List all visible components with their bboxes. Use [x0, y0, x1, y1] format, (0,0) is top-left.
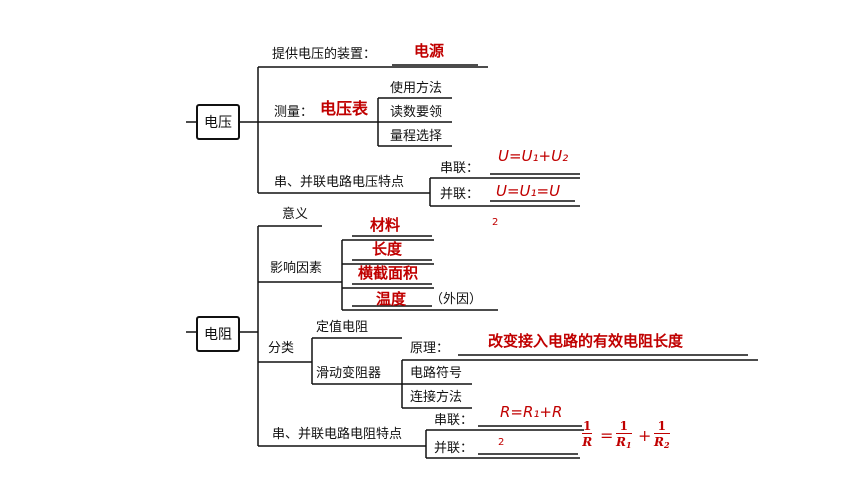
- factor-material: 材料: [370, 216, 401, 234]
- lhs-denominator: R: [582, 433, 593, 449]
- principle-answer: 改变接入电路的有效电阻长度: [488, 332, 684, 350]
- formula-term1-fraction: 1 R1: [616, 420, 632, 449]
- factor-temperature: 温度: [376, 290, 407, 308]
- measure-item-range: 量程选择: [390, 129, 443, 144]
- resistance-series-formula: R=R₁+R: [500, 403, 563, 421]
- voltage-series-formula: U=U₁+U₂: [498, 147, 569, 165]
- formula-equals: =: [600, 426, 614, 445]
- symbol-label: 电路符号: [410, 366, 463, 381]
- meaning-label: 意义: [282, 207, 309, 222]
- source-label: 提供电压的装置：: [272, 47, 377, 62]
- factor-external-note: （外因）: [430, 292, 483, 307]
- factor-cross-section: 横截面积: [358, 264, 419, 282]
- resistance-series-subscript: 2: [498, 437, 505, 448]
- measure-label: 测量：: [274, 105, 314, 120]
- resistance-parallel-label: 并联：: [434, 441, 474, 456]
- voltage-node: 电压: [196, 104, 240, 140]
- formula-term2-fraction: 1 R2: [654, 420, 670, 449]
- voltage-parallel-formula: U=U₁=U: [496, 182, 561, 200]
- source-answer: 电源: [414, 42, 445, 60]
- term1-den-letter: R: [616, 435, 626, 449]
- resistance-sp-label: 串、并联电路电阻特点: [272, 427, 403, 442]
- measure-answer: 电压表: [320, 99, 369, 118]
- voltage-connectors: [186, 64, 580, 207]
- term2-den-letter: R: [654, 435, 664, 449]
- term1-den-subscript: 1: [625, 440, 632, 450]
- measure-item-reading: 读数要领: [390, 105, 443, 120]
- fixed-resistor-label: 定值电阻: [316, 320, 369, 335]
- measure-item-usage: 使用方法: [390, 81, 443, 96]
- connection-label: 连接方法: [410, 390, 463, 405]
- factor-length: 长度: [372, 240, 403, 258]
- resistance-connectors: [186, 225, 758, 459]
- principle-label: 原理：: [410, 341, 450, 356]
- resistance-node: 电阻: [196, 316, 240, 352]
- term2-denominator: R2: [654, 433, 670, 449]
- term2-den-subscript: 2: [663, 440, 670, 450]
- term2-numerator: 1: [657, 419, 666, 433]
- resistance-series-label: 串联：: [434, 413, 474, 428]
- classification-label: 分类: [268, 341, 295, 356]
- voltage-series-label: 串联：: [440, 161, 480, 176]
- term1-denominator: R1: [616, 433, 632, 449]
- rheostat-label: 滑动变阻器: [316, 366, 382, 381]
- voltage-parallel-subscript: 2: [492, 217, 499, 228]
- lhs-numerator: 1: [583, 419, 592, 433]
- factors-label: 影响因素: [270, 261, 323, 276]
- voltage-parallel-label: 并联：: [440, 187, 480, 202]
- formula-lhs-fraction: 1 R: [582, 419, 593, 449]
- voltage-sp-label: 串、并联电路电压特点: [274, 175, 405, 190]
- formula-plus: +: [638, 426, 652, 445]
- term1-numerator: 1: [619, 419, 628, 433]
